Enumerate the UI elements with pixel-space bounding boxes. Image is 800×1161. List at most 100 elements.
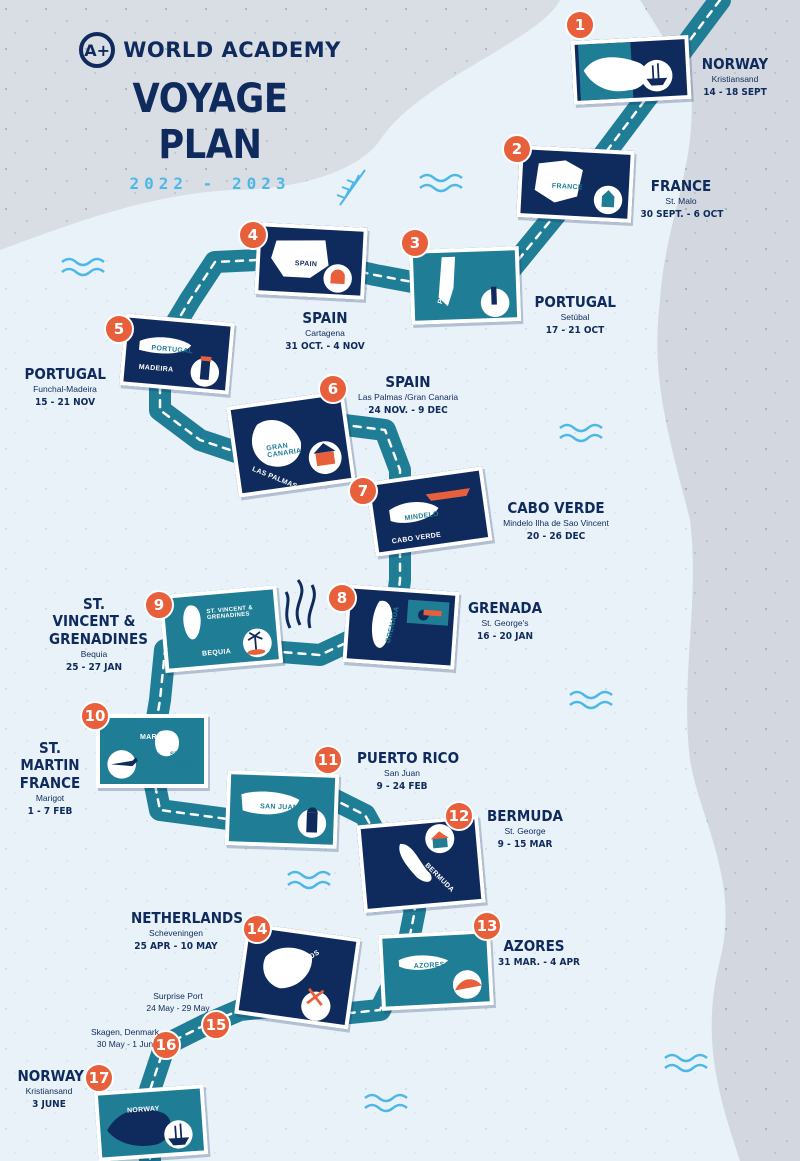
seaweed-icon	[284, 579, 316, 629]
dates: 9 - 15 MAR	[497, 839, 553, 851]
brand-name: WORLD ACADEMY	[123, 38, 341, 62]
stop-number-13: 13	[472, 911, 502, 941]
city: Setúbal	[560, 312, 590, 323]
brand: A+ WORLD ACADEMY	[70, 32, 350, 68]
stop-number-5: 5	[104, 314, 134, 344]
map-label: MARIGOT	[140, 734, 176, 741]
stop-number-4: 4	[238, 220, 268, 250]
stop-number-15: 15	[201, 1010, 231, 1040]
stop-label-12: BERMUDA St. George 9 - 15 MAR	[480, 807, 570, 851]
stop-label-3: PORTUGAL Setúbal 17 - 21 OCT	[530, 293, 620, 337]
stop-label-11: PUERTO RICO San Juan 9 - 24 FEB	[352, 749, 460, 793]
country: FRANCE	[650, 177, 712, 195]
page-title: VOYAGE PLAN	[132, 76, 288, 168]
country: PUERTO RICO	[357, 749, 460, 767]
stop-number-1: 1	[565, 10, 595, 40]
dates: 25 - 27 JAN	[65, 661, 123, 673]
stop-label-17: NORWAY Kristiansand 3 JUNE	[14, 1067, 84, 1111]
academy-logo-icon: A+	[79, 32, 116, 68]
dates: 31 OCT. - 4 NOV	[285, 341, 365, 353]
stop-label-16: Skagen, Denmark 30 May - 1 Jun	[80, 1026, 170, 1050]
dates: 31 MAR. - 4 APR	[498, 957, 580, 969]
city: Surprise Port	[153, 991, 203, 1001]
country: NORWAY	[17, 1067, 84, 1085]
stop-number-6: 6	[318, 374, 348, 404]
country: BERMUDA	[487, 807, 563, 825]
stop-number-2: 2	[502, 134, 532, 164]
dates: 3 JUNE	[32, 1099, 66, 1111]
stop-card-17: NORWAY	[93, 1084, 209, 1161]
dates: 30 May - 1 Jun	[96, 1038, 154, 1049]
country: AZORES	[503, 937, 565, 955]
stop-card-9: ST. VINCENT & GRENADINES BEQUIA	[158, 585, 284, 673]
stop-label-13: AZORES 31 MAR. - 4 APR	[494, 937, 580, 969]
city: Marigot	[35, 792, 65, 803]
stop-label-4: SPAIN Cartagena 31 OCT. - 4 NOV	[280, 309, 370, 353]
country: CABO VERDE	[507, 499, 605, 517]
dates: 24 NOV. - 9 DEC	[368, 405, 448, 417]
country: GRENADA	[467, 599, 543, 617]
stop-card-8: GRENADA	[342, 584, 460, 670]
stop-label-7: CABO VERDE Mindelo Ilha de Sao Vincent 2…	[496, 499, 616, 543]
dates: 9 - 24 FEB	[376, 781, 428, 793]
stop-number-8: 8	[327, 583, 357, 613]
stop-label-6: SPAIN Las Palmas /Gran Canaria 24 NOV. -…	[358, 373, 459, 417]
country: SPAIN	[302, 309, 348, 327]
country: PORTUGAL	[24, 365, 106, 383]
city: St. Malo	[665, 196, 697, 207]
stop-label-2: FRANCE St. Malo 30 SEPT. - 6 OCT	[636, 177, 726, 221]
city: Mindelo Ilha de Sao Vincent	[503, 518, 609, 529]
stop-label-1: NORWAY Kristiansand 14 - 18 SEPT	[690, 55, 780, 99]
city: St. George's	[481, 618, 529, 629]
city: Scheveningen	[149, 928, 203, 939]
city: Las Palmas /Gran Canaria	[358, 392, 459, 403]
stop-card-1	[570, 34, 692, 106]
stop-label-8: GRENADA St. George's 16 - 20 JAN	[460, 599, 550, 643]
years: 2022 - 2023	[129, 174, 291, 193]
stop-card-11: SAN JUAN	[224, 770, 340, 849]
dates: 17 - 21 OCT	[545, 325, 605, 337]
dates: 15 - 21 NOV	[34, 397, 96, 409]
stop-card-2: FRANCE	[516, 145, 635, 223]
stop-label-14: NETHERLANDS Scheveningen 25 APR - 10 MAY	[126, 909, 243, 953]
city: Kristiansand	[25, 1086, 73, 1097]
wave-decor	[61, 173, 708, 1113]
stop-card-14: NETHERLANDS	[234, 922, 361, 1030]
stop-card-13: AZORES	[378, 929, 494, 1011]
stop-label-10: ST. MARTIN FRANCE Marigot 1 - 7 FEB	[10, 739, 90, 817]
dates: 1 - 7 FEB	[27, 805, 73, 817]
stop-number-14: 14	[242, 914, 272, 944]
stop-label-9: ST. VINCENT & GRENADINES Bequia 25 - 27 …	[44, 595, 148, 673]
dates: 20 - 26 DEC	[526, 531, 586, 543]
stop-card-4: SPAIN	[254, 222, 368, 300]
stop-card-12: BERMUDA	[356, 814, 486, 914]
stop-number-16: 16	[151, 1030, 181, 1060]
country: ST. VINCENT & GRENADINES	[49, 595, 148, 648]
city: Skagen, Denmark	[90, 1027, 160, 1037]
stop-card-3: PORTUGAL	[408, 246, 522, 325]
city: Bequia	[80, 648, 108, 659]
country: NORWAY	[701, 55, 769, 73]
stop-label-5: PORTUGAL Funchal-Madeira 15 - 21 NOV	[20, 365, 110, 409]
stop-number-12: 12	[444, 801, 474, 831]
city: St. George	[504, 826, 546, 837]
city: San Juan	[384, 768, 420, 779]
stop-number-11: 11	[313, 745, 343, 775]
map-label-2: ST. MARTIN FRANCE	[170, 752, 197, 770]
stop-card-10: MARIGOT ST. MARTIN FRANCE	[96, 714, 208, 788]
stop-number-9: 9	[144, 590, 174, 620]
stop-card-5: MADEIRA PORTUGAL	[119, 313, 235, 395]
country: ST. MARTIN FRANCE	[19, 739, 81, 792]
header: A+ WORLD ACADEMY VOYAGE PLAN 2022 - 2023	[70, 32, 350, 193]
palm-leaf-icon	[336, 169, 366, 206]
country: NETHERLANDS	[131, 909, 243, 927]
dates: 14 - 18 SEPT	[703, 87, 767, 99]
stop-card-7: MINDELO CABO VERDE	[365, 466, 493, 557]
city: Cartagena	[305, 328, 345, 339]
dates: 25 APR - 10 MAY	[134, 941, 218, 953]
stop-number-10: 10	[80, 701, 110, 731]
dates: 30 SEPT. - 6 OCT	[640, 209, 724, 221]
stop-number-3: 3	[400, 228, 430, 258]
